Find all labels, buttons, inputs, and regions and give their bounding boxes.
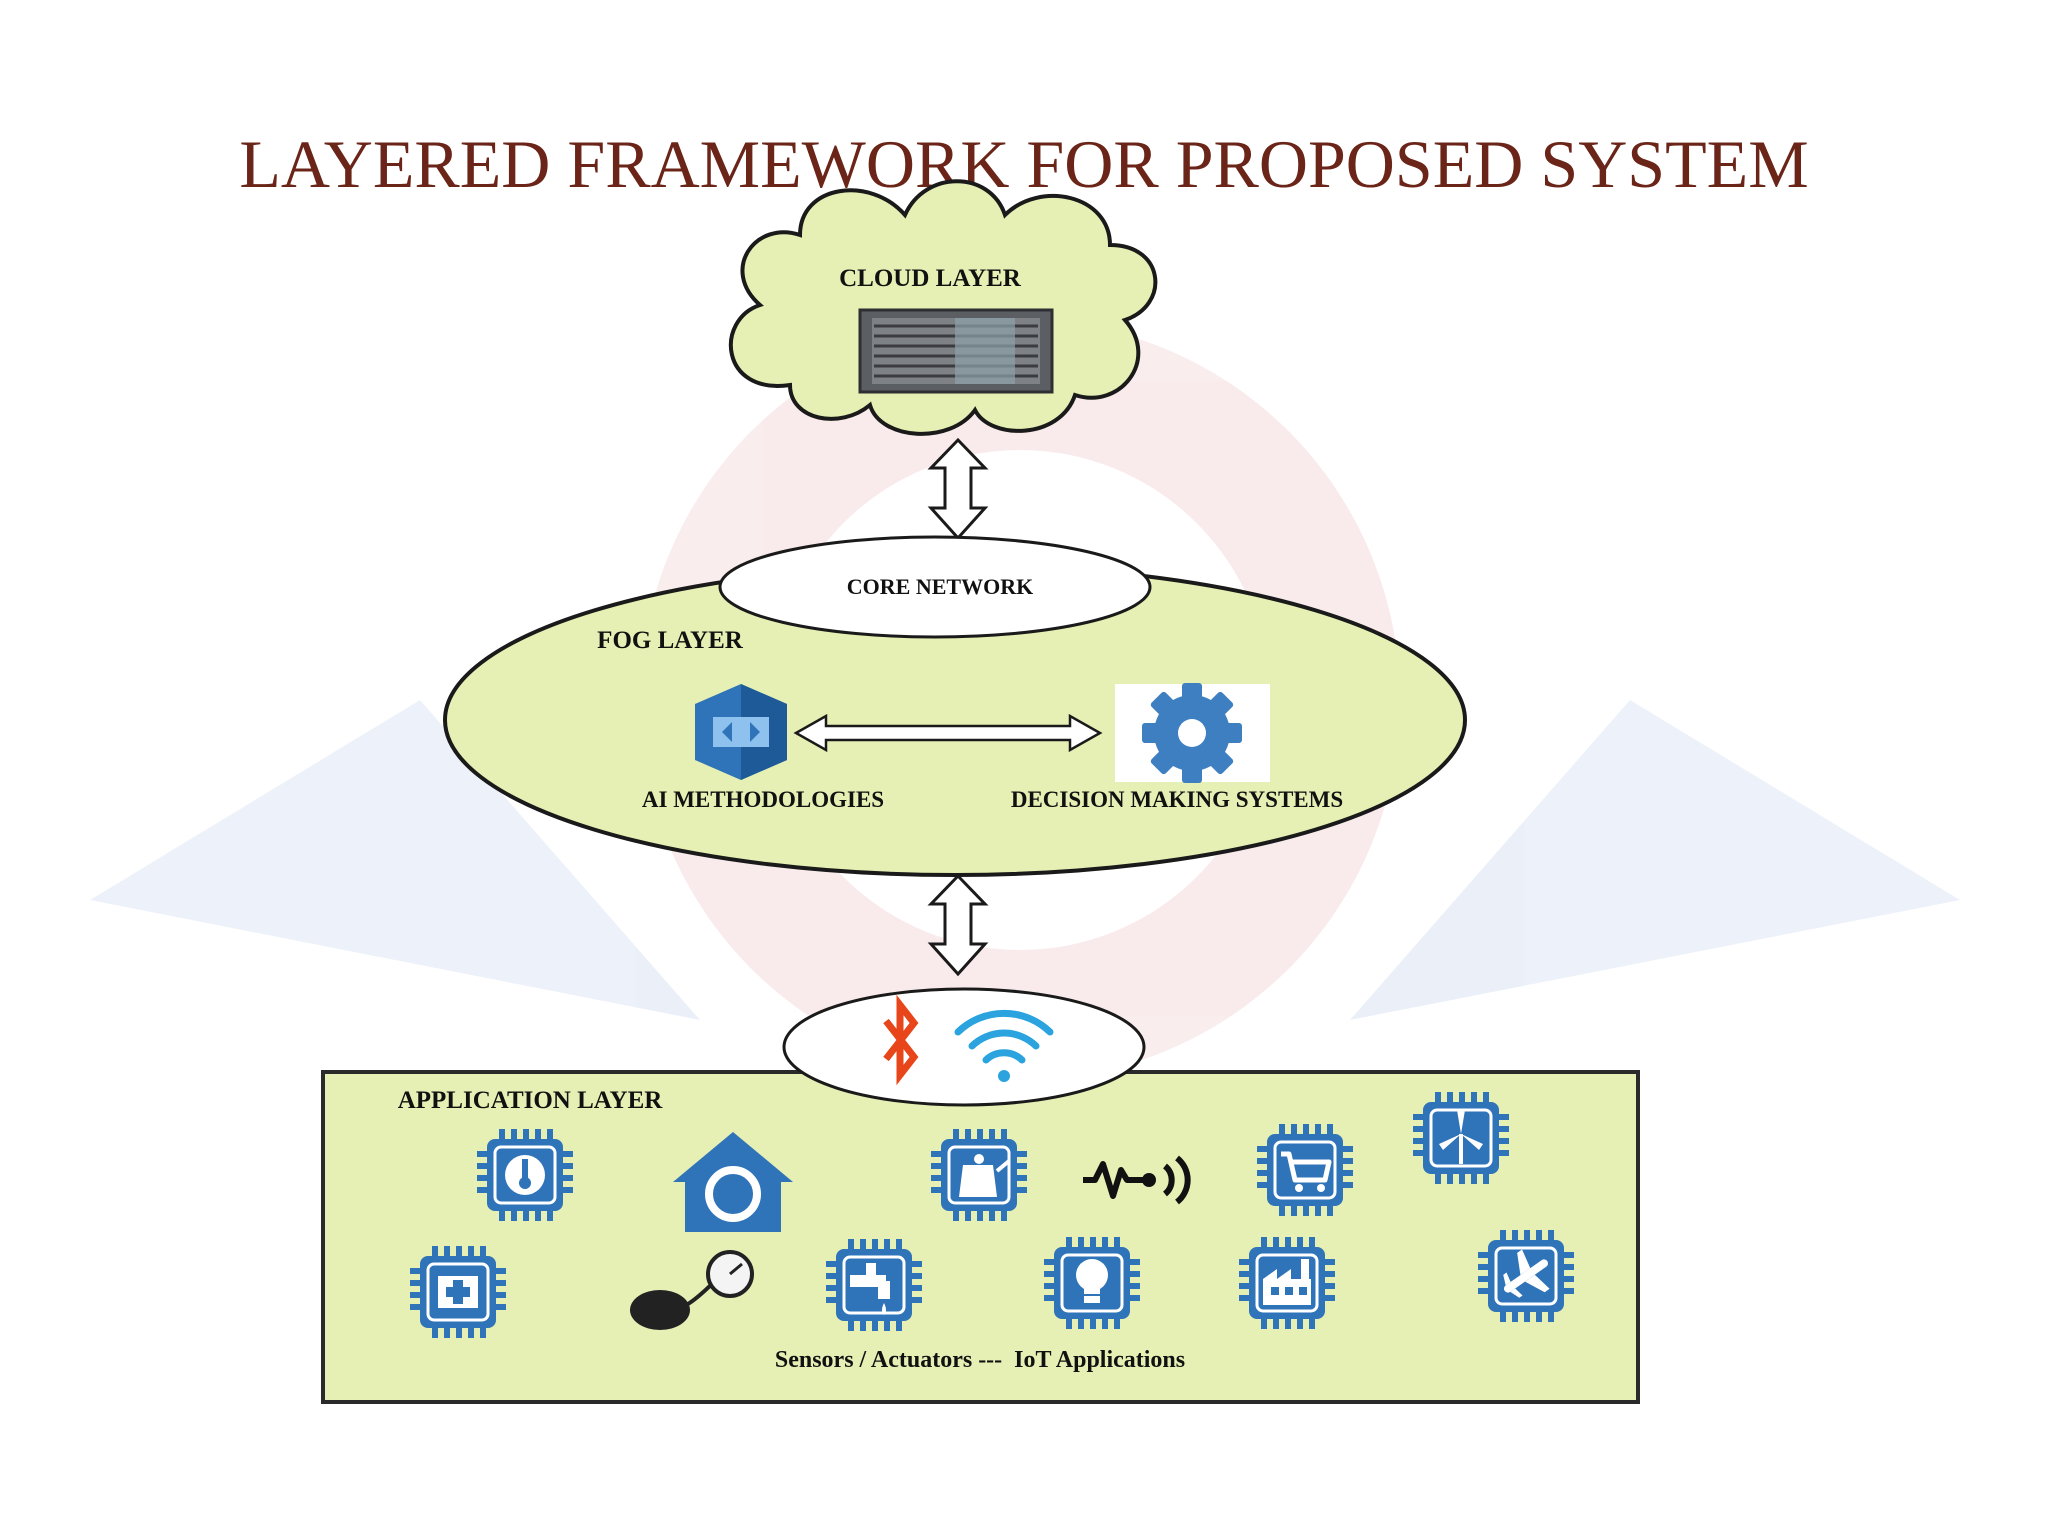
airplane-chip-icon	[1476, 1228, 1576, 1324]
core-network-label: CORE NETWORK	[847, 574, 1033, 599]
page-title: LAYERED FRAMEWORK FOR PROPOSED SYSTEM	[239, 126, 1808, 202]
core-network: CORE NETWORK	[718, 535, 1152, 639]
factory-chip-icon	[1237, 1235, 1337, 1331]
thermometer-chip-icon	[475, 1127, 575, 1223]
blood-pressure-gauge-icon	[630, 1250, 754, 1330]
light-bulb-chip-icon	[1042, 1235, 1142, 1331]
cloud-layer: CLOUD LAYER	[728, 179, 1158, 436]
application-footer-label: Sensors / Actuators --- IoT Applications	[775, 1347, 1185, 1373]
wind-turbine-chip-icon	[1411, 1090, 1511, 1186]
ai-decision-arrow	[793, 713, 1103, 753]
cloud-layer-label: CLOUD LAYER	[839, 265, 1022, 292]
gear-icon	[1115, 683, 1270, 783]
shopping-cart-chip-icon	[1255, 1122, 1355, 1218]
connectivity-node	[782, 987, 1146, 1107]
wireless-sensor-icon	[1083, 1155, 1191, 1205]
fog-layer: FOG LAYER AI METHODOLOGIES DECISION MA	[443, 563, 1467, 877]
medical-chip-icon	[408, 1244, 508, 1340]
bluetooth-icon	[883, 994, 919, 1086]
ai-methodologies-label: AI METHODOLOGIES	[642, 787, 884, 812]
decision-making-systems-label: DECISION MAKING SYSTEMS	[1011, 787, 1343, 812]
wifi-icon	[954, 1009, 1054, 1082]
ai-cube-icon	[695, 684, 787, 780]
fog-layer-label: FOG LAYER	[597, 627, 744, 654]
server-rack-icon	[858, 308, 1054, 394]
kettle-chip-icon	[929, 1127, 1029, 1223]
application-layer: APPLICATION LAYER	[321, 1070, 1640, 1404]
application-layer-label: APPLICATION LAYER	[398, 1087, 664, 1114]
smart-home-icon	[673, 1132, 793, 1232]
water-tap-chip-icon	[824, 1237, 924, 1333]
fog-application-arrow	[927, 873, 989, 977]
